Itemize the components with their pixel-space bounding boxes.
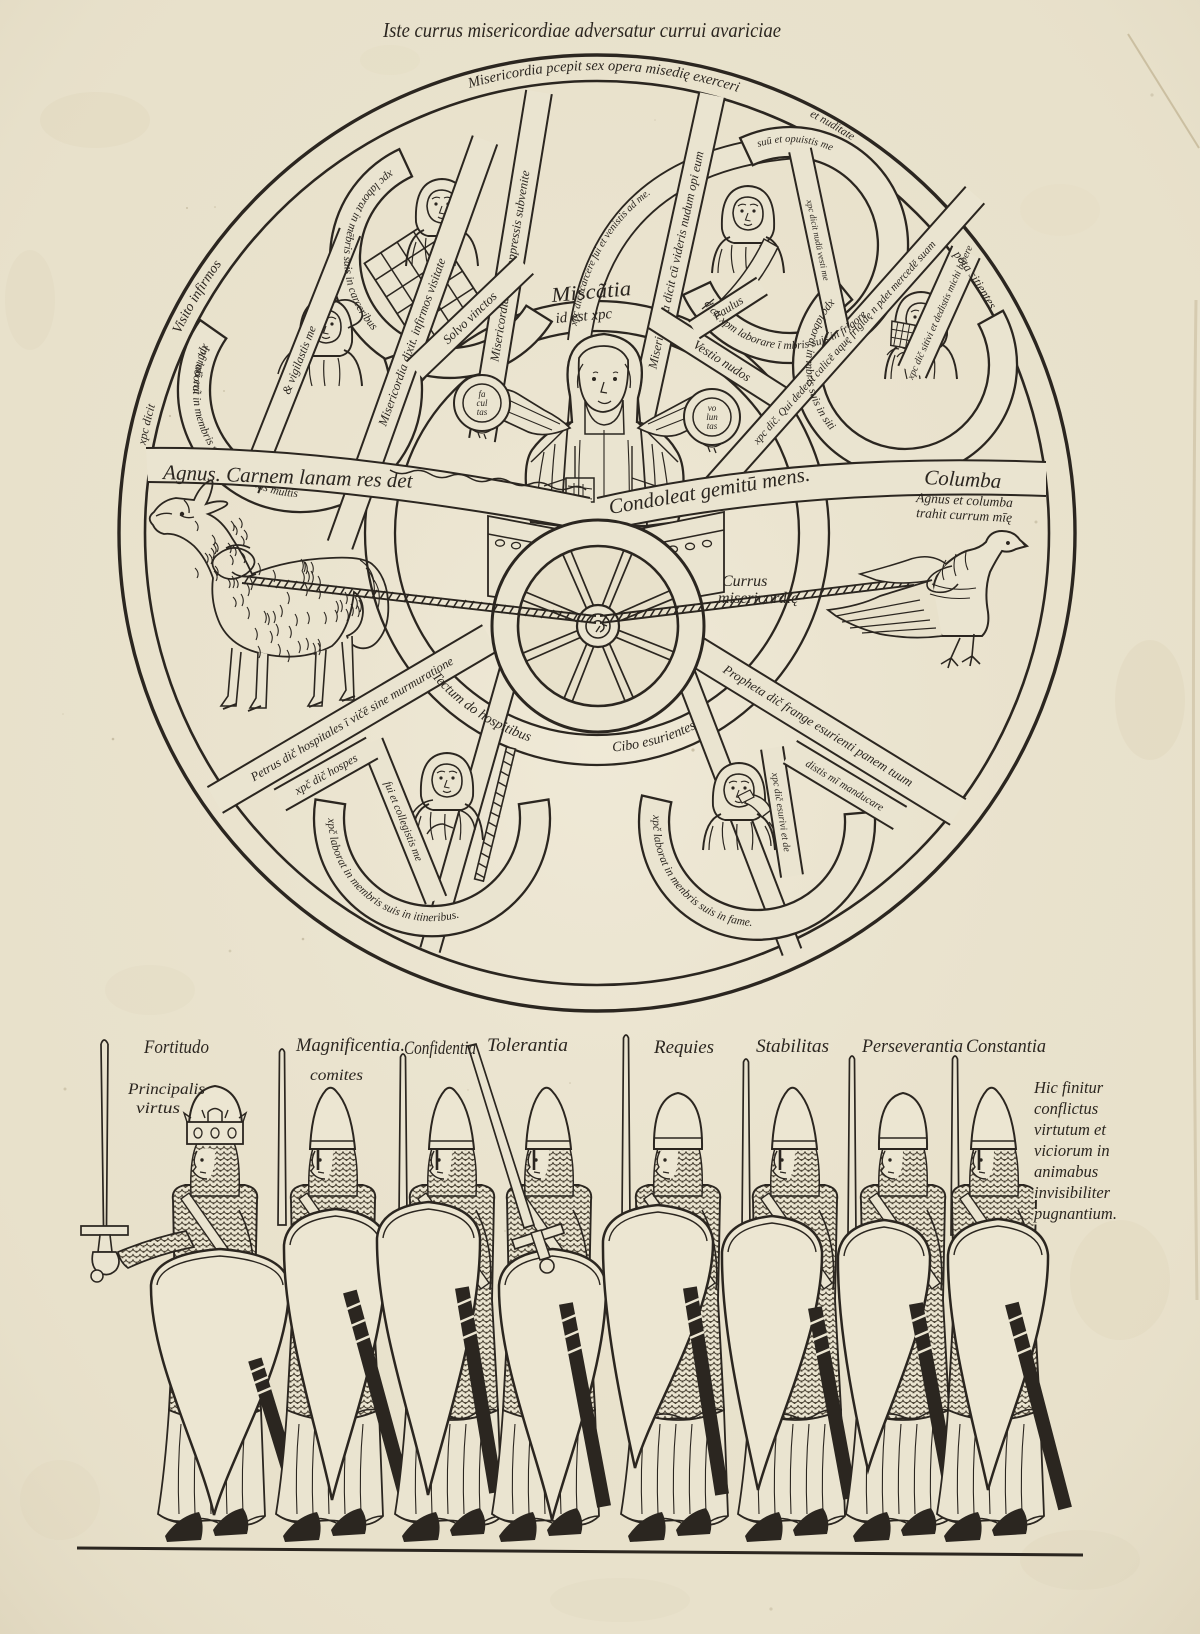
svg-text:conflictus: conflictus	[1034, 1099, 1098, 1118]
svg-text:Agnus et columba: Agnus et columba	[915, 490, 1014, 510]
svg-text:Constantia: Constantia	[966, 1036, 1046, 1057]
svg-text:viciorum in: viciorum in	[1034, 1141, 1110, 1160]
svg-text:Fortitudo: Fortitudo	[143, 1037, 209, 1058]
svg-text:Currus: Currus	[722, 573, 767, 590]
svg-text:Tolerantia: Tolerantia	[487, 1035, 568, 1056]
svg-text:virtus: virtus	[136, 1100, 180, 1117]
svg-text:Requies: Requies	[653, 1037, 714, 1058]
svg-text:lun: lun	[706, 412, 718, 422]
svg-text:Perseverantia: Perseverantia	[861, 1036, 963, 1057]
svg-text:cul: cul	[477, 398, 488, 408]
svg-text:Stabilitas: Stabilitas	[756, 1036, 829, 1057]
svg-text:animabus: animabus	[1034, 1162, 1098, 1181]
svg-text:tas: tas	[477, 407, 488, 417]
svg-text:Confidentia: Confidentia	[404, 1038, 476, 1059]
svg-text:id est xpc: id est xpc	[555, 306, 613, 327]
svg-text:fa: fa	[478, 389, 486, 399]
svg-text:tas: tas	[707, 421, 718, 431]
svg-text:Iste currus misericordiae adve: Iste currus misericordiae adversatur cur…	[382, 18, 781, 42]
svg-text:vo: vo	[708, 403, 717, 413]
svg-text:comites: comites	[310, 1067, 363, 1084]
svg-text:Principalis: Principalis	[127, 1081, 205, 1098]
svg-text:pugnantium.: pugnantium.	[1033, 1204, 1117, 1223]
svg-text:Hic finitur: Hic finitur	[1033, 1078, 1104, 1097]
svg-text:virtutum et: virtutum et	[1034, 1120, 1106, 1139]
svg-text:trahit currum mīę: trahit currum mīę	[916, 505, 1013, 525]
svg-text:Columba: Columba	[924, 465, 1002, 493]
svg-text:invisibiliter: invisibiliter	[1034, 1183, 1111, 1202]
svg-text:Magnificentia.: Magnificentia.	[295, 1035, 405, 1056]
